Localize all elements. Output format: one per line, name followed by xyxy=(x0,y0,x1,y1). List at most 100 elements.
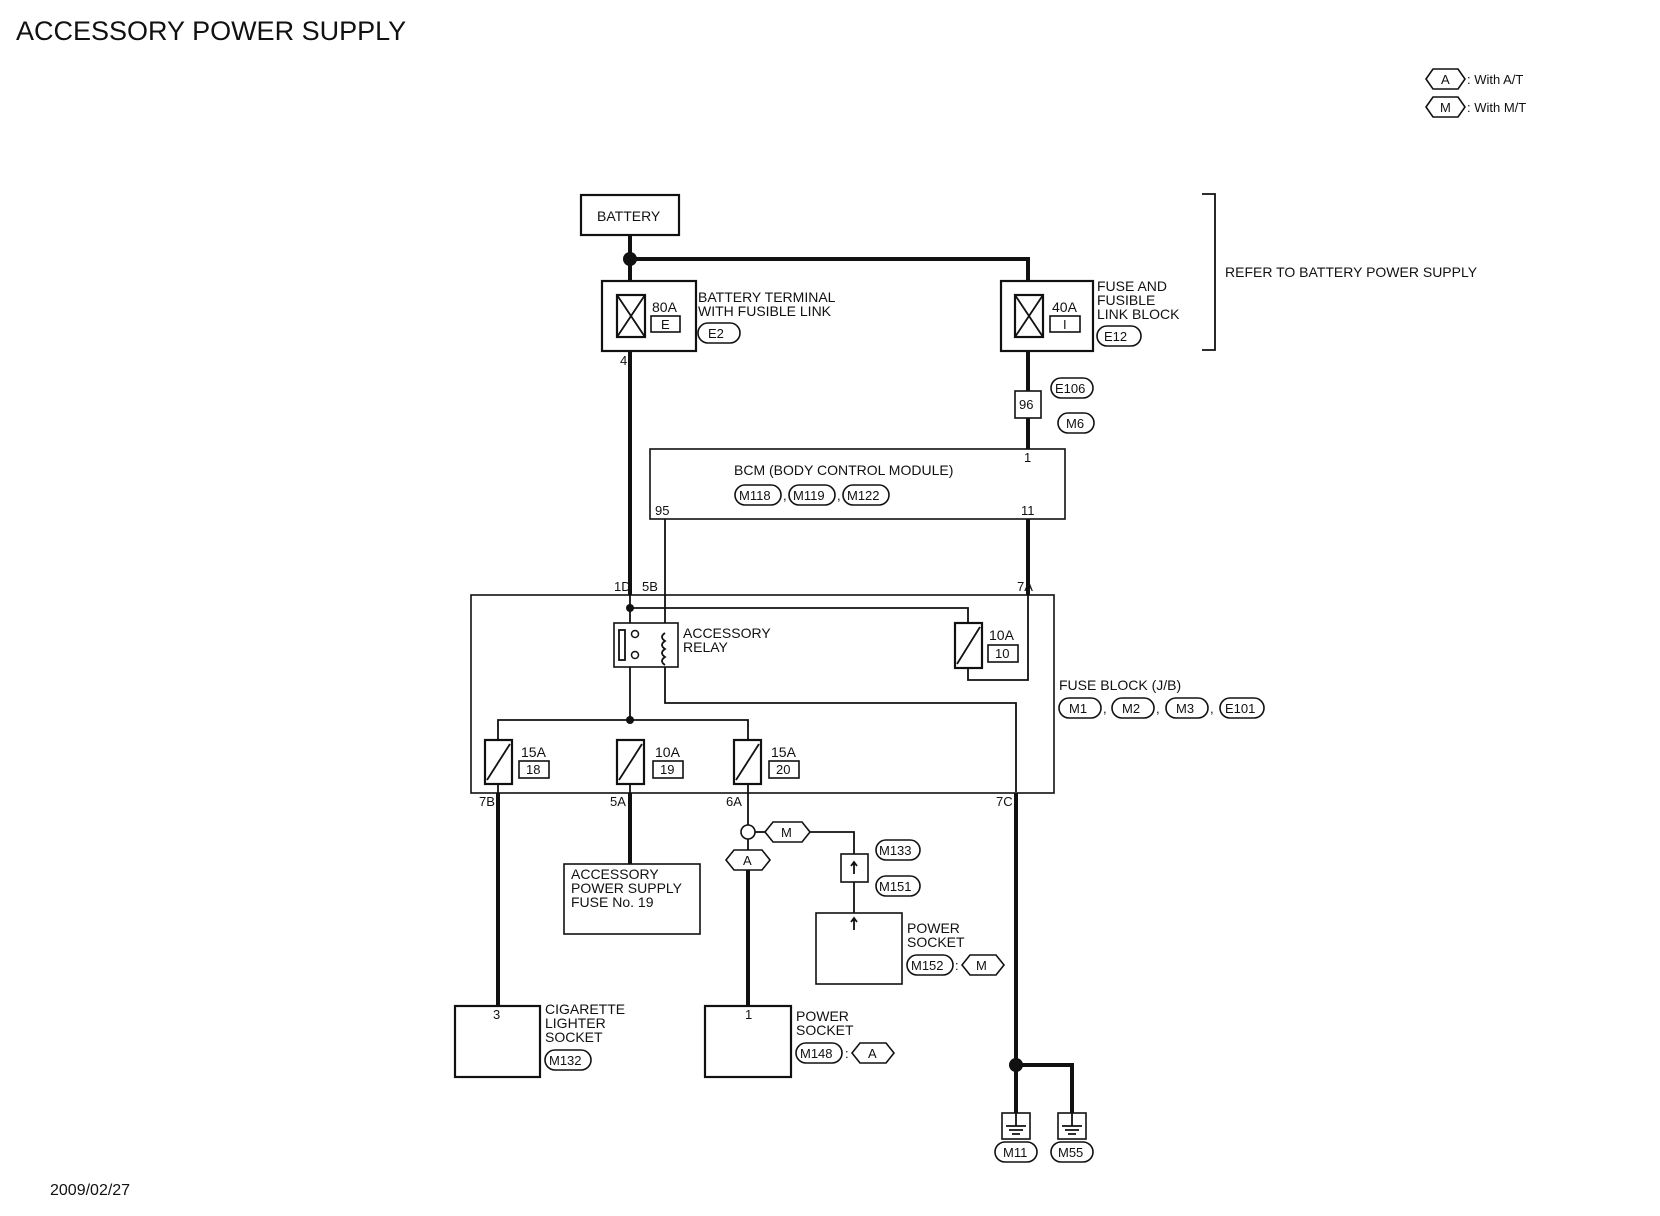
branch-splice-6a xyxy=(740,824,756,840)
pin-5a: 5A xyxy=(610,794,626,809)
fb-splice-relay xyxy=(626,604,634,612)
legend-tag-shape-a xyxy=(1425,68,1466,90)
fusible-link-80a-cross xyxy=(616,294,646,338)
fuse-18-amp: 15A xyxy=(521,744,547,760)
refer-bracket xyxy=(1202,193,1216,351)
relay-contact-bottom xyxy=(630,650,640,660)
fb-wire-to-fuse-10 xyxy=(630,607,969,623)
fusible-link-40a-id-box xyxy=(1049,315,1081,333)
connector-m118: M118 xyxy=(739,488,771,503)
connector-m118-shape xyxy=(734,484,782,506)
pin-1d: 1D xyxy=(614,579,631,594)
battery-box xyxy=(579,193,681,237)
connector-m3: M3 xyxy=(1176,701,1194,716)
cig-label-3: SOCKET xyxy=(545,1029,603,1045)
ground-m11-icon xyxy=(1006,1113,1026,1135)
legend-tag-a: A xyxy=(1441,72,1450,87)
relay-label-2: RELAY xyxy=(683,639,729,655)
bcm-pin-95: 95 xyxy=(655,503,669,518)
ground-splice xyxy=(1009,1058,1023,1072)
fusible-link-80a-id-box xyxy=(650,315,681,333)
connector-m6-shape xyxy=(1057,412,1095,434)
fuse-block-label: FUSE BLOCK (J/B) xyxy=(1059,677,1181,693)
ground-m11: M11 xyxy=(1003,1145,1027,1160)
connector-m132-shape xyxy=(544,1049,592,1071)
battery-wire-right xyxy=(630,257,1030,281)
ref-line-2: POWER SUPPLY xyxy=(571,880,683,896)
ground-m55: M55 xyxy=(1058,1145,1083,1160)
connector-m1-shape xyxy=(1058,697,1102,719)
bcm-pin-11: 11 xyxy=(1021,503,1035,518)
fuse-20-num-box xyxy=(768,760,800,779)
reference-box xyxy=(563,863,701,935)
branch-tag-m: M xyxy=(781,825,792,840)
relay-label-1: ACCESSORY xyxy=(683,625,771,641)
bcm-label: BCM (BODY CONTROL MODULE) xyxy=(734,462,953,478)
connector-e101-shape xyxy=(1219,697,1265,719)
power-socket-mt-tag: M xyxy=(976,958,987,973)
fusible-link-block-label-1: FUSE AND xyxy=(1097,278,1167,294)
power-socket-mt-label-1: POWER xyxy=(907,920,960,936)
ref-line-3: FUSE No. 19 xyxy=(571,894,654,910)
fb-sep-1: , xyxy=(1103,701,1107,716)
fuse-20-icon xyxy=(735,743,760,781)
power-socket-mt-sep: : xyxy=(955,958,959,973)
fuse-20-num: 20 xyxy=(776,762,790,777)
connector-e12-shape xyxy=(1096,325,1142,347)
fusible-link-block-label-2: FUSIBLE xyxy=(1097,292,1155,308)
fuse-19-icon xyxy=(618,743,643,781)
page-title: ACCESSORY POWER SUPPLY xyxy=(16,16,406,46)
pin-7a: 7A xyxy=(1017,579,1033,594)
connector-m148-shape xyxy=(795,1042,843,1064)
connector-m133-shape xyxy=(875,839,921,861)
connector-e12: E12 xyxy=(1104,329,1127,344)
legend-tag-m: M xyxy=(1440,100,1451,115)
fuse-10-num: 10 xyxy=(995,646,1009,661)
connector-m6: M6 xyxy=(1066,416,1084,431)
legend-text-m: : With M/T xyxy=(1467,100,1526,115)
connector-m122-shape xyxy=(842,484,890,506)
power-socket-at-label-1: POWER xyxy=(796,1008,849,1024)
wire-m-branch xyxy=(810,831,855,854)
fb-sep-2: , xyxy=(1156,701,1160,716)
pin-6a: 6A xyxy=(726,794,742,809)
battery-terminal-label-2: WITH FUSIBLE LINK xyxy=(698,303,832,319)
fusible-link-80a-amp: 80A xyxy=(652,299,678,315)
bcm-sep-2: , xyxy=(837,488,841,503)
branch-tag-a-shape xyxy=(724,849,772,871)
connector-m2-shape xyxy=(1111,697,1155,719)
cig-label-2: LIGHTER xyxy=(545,1015,606,1031)
inline-connector-arrow-icon xyxy=(850,860,858,874)
legend-tag-shape-m xyxy=(1425,96,1466,118)
ground-m55-icon xyxy=(1062,1113,1082,1135)
ref-line-1: ACCESSORY xyxy=(571,866,659,882)
connector-m133: M133 xyxy=(879,843,912,858)
bcm-box xyxy=(649,448,1066,520)
power-socket-at-tag-shape xyxy=(850,1042,896,1064)
fusible-link-block-label-3: LINK BLOCK xyxy=(1097,306,1180,322)
wire-ground-branch xyxy=(1016,1063,1074,1113)
power-socket-mt-arrow-icon xyxy=(850,916,858,930)
connector-m3-shape xyxy=(1165,697,1209,719)
pin-4: 4 xyxy=(620,353,627,368)
connector-m122: M122 xyxy=(847,488,880,503)
pin-5b: 5B xyxy=(642,579,658,594)
fb-wire-fuse-bus xyxy=(497,719,749,740)
power-socket-at-box xyxy=(703,1004,793,1079)
bcm-pin-1: 1 xyxy=(1024,450,1031,465)
joint-connector-box xyxy=(1014,390,1042,419)
fuse-19-num: 19 xyxy=(660,762,674,777)
fuse-10-num-box xyxy=(987,644,1019,663)
pin-7c: 7C xyxy=(996,794,1013,809)
bcm-sep-1: , xyxy=(783,488,787,503)
fuse-18-icon xyxy=(486,743,511,781)
fuse-20-amp: 15A xyxy=(771,744,797,760)
pin-7b: 7B xyxy=(479,794,495,809)
power-socket-at-label-2: SOCKET xyxy=(796,1022,854,1038)
refer-note: REFER TO BATTERY POWER SUPPLY xyxy=(1225,264,1478,280)
branch-tag-a: A xyxy=(743,853,752,868)
connector-m151-shape xyxy=(875,875,921,897)
battery-splice xyxy=(623,252,637,266)
fusible-link-40a-cross xyxy=(1014,294,1044,338)
